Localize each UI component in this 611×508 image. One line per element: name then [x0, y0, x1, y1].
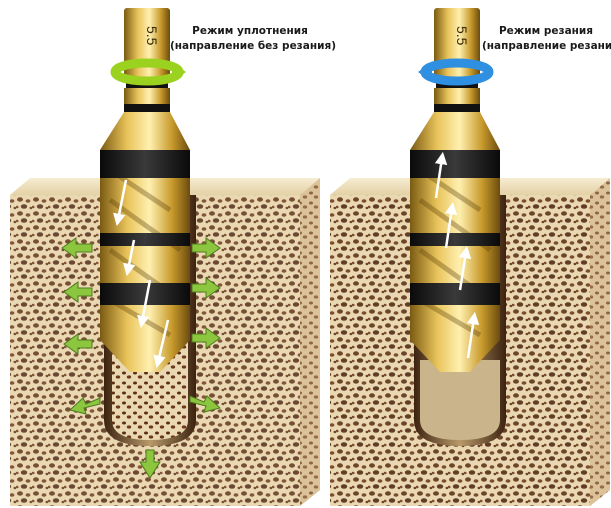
- depth-band-2: [100, 233, 190, 246]
- depth-band-3: [410, 283, 500, 305]
- depth-band-1: [410, 150, 500, 178]
- depth-band-1: [100, 150, 190, 178]
- drill-right-size-label: 5.5: [454, 26, 470, 46]
- drill-left-size-label: 5.5: [144, 26, 160, 46]
- depth-band-2: [410, 233, 500, 246]
